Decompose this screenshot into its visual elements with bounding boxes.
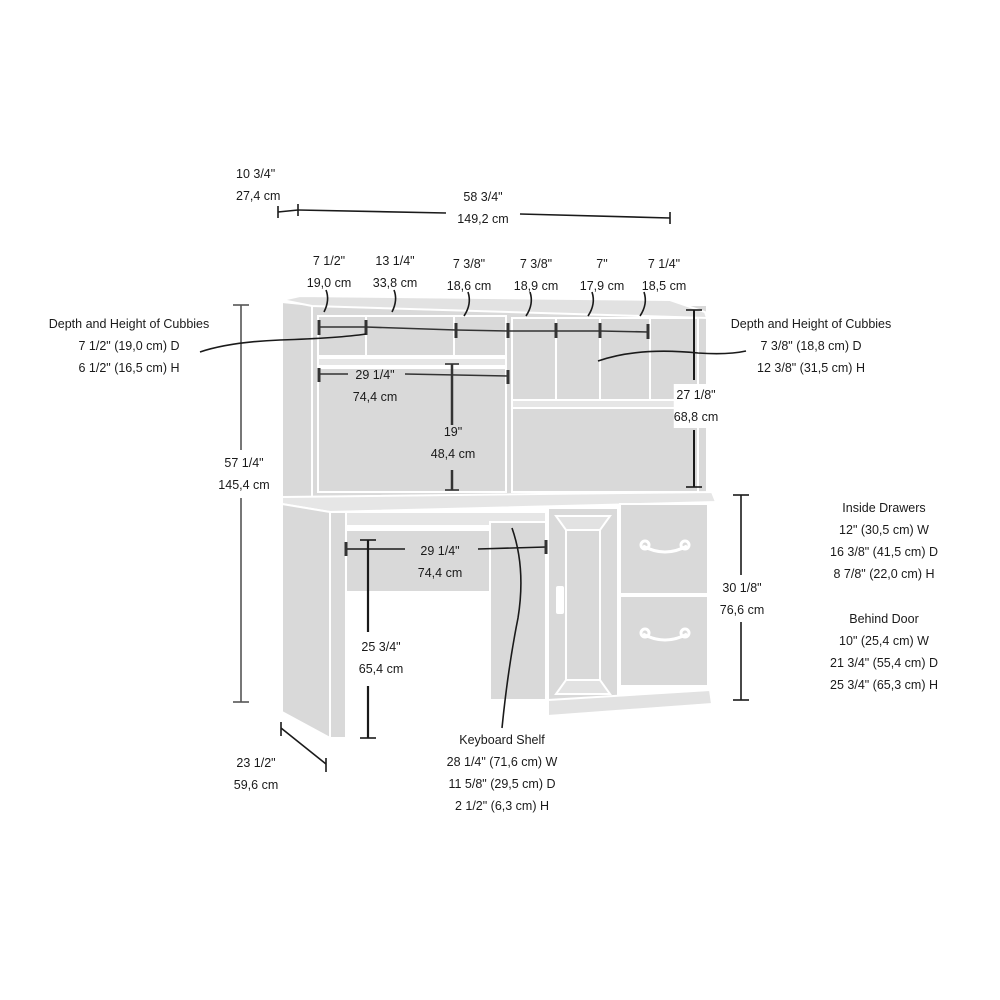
inside-drawers-height: 8 7/8" (22,0 cm) H	[833, 567, 935, 581]
cubby-width-cm: 18,9 cm	[513, 279, 559, 293]
desk-height-inches: 30 1/8"	[722, 581, 762, 595]
cubby-width-cm: 18,6 cm	[446, 279, 492, 293]
cubby-width-label: 7 3/8" 18,9 cm	[514, 253, 558, 297]
keyboard-shelf-depth: 11 5/8" (29,5 cm) D	[448, 777, 556, 791]
base-depth-label: 23 1/2" 59,6 cm	[234, 752, 278, 796]
overall-height-cm: 145,4 cm	[218, 478, 270, 492]
hutch-opening-height-inches: 19"	[443, 425, 463, 439]
inside-drawers-width: 12" (30,5 cm) W	[839, 523, 929, 537]
cubby-width-inches: 7 1/4"	[647, 257, 681, 271]
hutch-opening-height-cm: 48,4 cm	[430, 447, 476, 461]
overall-depth-label: 10 3/4" 27,4 cm	[236, 163, 280, 207]
inside-drawers-note: Inside Drawers 12" (30,5 cm) W 16 3/8" (…	[830, 497, 938, 585]
hutch-height-inches: 27 1/8"	[676, 388, 716, 402]
behind-door-note: Behind Door 10" (25,4 cm) W 21 3/4" (55,…	[830, 608, 938, 696]
hutch-height-cm: 68,8 cm	[673, 410, 719, 424]
left-cubbies-note: Depth and Height of Cubbies 7 1/2" (19,0…	[49, 313, 210, 379]
knee-height-inches: 25 3/4"	[361, 640, 401, 654]
knee-width-cm: 74,4 cm	[417, 566, 463, 580]
cubby-width-cm: 19,0 cm	[306, 276, 352, 290]
base-depth-inches: 23 1/2"	[236, 756, 276, 770]
cubby-width-cm: 18,5 cm	[641, 279, 687, 293]
inside-drawers-title: Inside Drawers	[842, 501, 926, 515]
cubby-width-label: 7 1/2" 19,0 cm	[307, 250, 351, 294]
right-cubbies-height: 12 3/8" (31,5 cm) H	[757, 361, 865, 375]
cubby-width-label: 13 1/4" 33,8 cm	[373, 250, 417, 294]
overall-width-inches: 58 3/4"	[463, 190, 503, 204]
knee-height-cm: 65,4 cm	[358, 662, 404, 676]
knee-width-label: 29 1/4" 74,4 cm	[418, 540, 462, 584]
right-cubbies-depth: 7 3/8" (18,8 cm) D	[760, 339, 862, 353]
base-depth-cm: 59,6 cm	[233, 778, 279, 792]
keyboard-shelf-height: 2 1/2" (6,3 cm) H	[454, 799, 550, 813]
overall-depth-inches: 10 3/4"	[236, 167, 276, 181]
cubby-width-label: 7 1/4" 18,5 cm	[642, 253, 686, 297]
left-cubbies-height: 6 1/2" (16,5 cm) H	[78, 361, 180, 375]
hutch-opening-width-cm: 74,4 cm	[352, 390, 398, 404]
cubby-width-cm: 17,9 cm	[579, 279, 625, 293]
left-cubbies-title: Depth and Height of Cubbies	[48, 317, 210, 331]
overall-width-cm: 149,2 cm	[457, 212, 509, 226]
cubby-width-inches: 7 3/8"	[519, 257, 553, 271]
cubby-width-label: 7" 17,9 cm	[580, 253, 624, 297]
overall-height-inches: 57 1/4"	[224, 456, 264, 470]
behind-door-height: 25 3/4" (65,3 cm) H	[830, 678, 938, 692]
desk-height-label: 30 1/8" 76,6 cm	[719, 577, 765, 621]
behind-door-title: Behind Door	[849, 612, 919, 626]
inside-drawers-depth: 16 3/8" (41,5 cm) D	[830, 545, 938, 559]
knee-height-label: 25 3/4" 65,4 cm	[359, 636, 403, 680]
keyboard-shelf-note: Keyboard Shelf 28 1/4" (71,6 cm) W 11 5/…	[447, 729, 558, 817]
cubby-width-inches: 7 3/8"	[452, 257, 486, 271]
door-latch-icon	[556, 586, 564, 614]
knee-width-inches: 29 1/4"	[420, 544, 460, 558]
cubby-width-inches: 7 1/2"	[312, 254, 346, 268]
desk-height-cm: 76,6 cm	[719, 603, 765, 617]
keyboard-shelf-title: Keyboard Shelf	[459, 733, 545, 747]
hutch-opening-width-inches: 29 1/4"	[355, 368, 395, 382]
drawer-handle-icon	[639, 539, 691, 642]
overall-width-label: 58 3/4" 149,2 cm	[457, 186, 508, 230]
hutch-opening-height-label: 19" 48,4 cm	[431, 421, 475, 465]
cubby-width-label: 7 3/8" 18,6 cm	[447, 253, 491, 297]
hutch-height-label: 27 1/8" 68,8 cm	[673, 384, 719, 428]
overall-height-label: 57 1/4" 145,4 cm	[218, 452, 270, 496]
overall-depth-cm: 27,4 cm	[236, 189, 281, 203]
behind-door-depth: 21 3/4" (55,4 cm) D	[830, 656, 938, 670]
right-cubbies-title: Depth and Height of Cubbies	[730, 317, 892, 331]
right-cubbies-note: Depth and Height of Cubbies 7 3/8" (18,8…	[731, 313, 892, 379]
cubby-width-inches: 7"	[596, 257, 608, 271]
behind-door-width: 10" (25,4 cm) W	[839, 634, 929, 648]
cubby-width-inches: 13 1/4"	[375, 254, 415, 268]
hutch-opening-width-label: 29 1/4" 74,4 cm	[353, 364, 397, 408]
cubby-width-cm: 33,8 cm	[372, 276, 418, 290]
keyboard-shelf-width: 28 1/4" (71,6 cm) W	[446, 755, 558, 769]
left-cubbies-depth: 7 1/2" (19,0 cm) D	[78, 339, 180, 353]
